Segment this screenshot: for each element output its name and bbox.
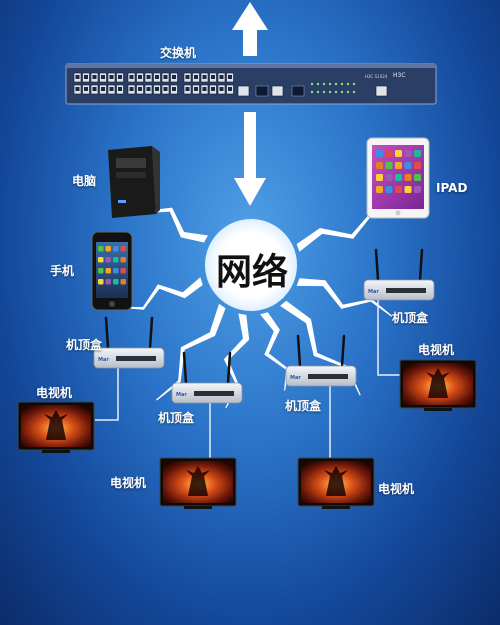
lightning-bolt-icon bbox=[296, 209, 402, 252]
desktop-computer-icon bbox=[108, 146, 160, 218]
up-arrow-icon bbox=[232, 2, 268, 56]
set-top-box-icon: Mar bbox=[93, 316, 165, 369]
set-top-box-brand: Mar bbox=[176, 392, 187, 398]
set-top-box-brand: Mar bbox=[368, 289, 379, 295]
set-top-box-label-2: 机顶盒 bbox=[158, 411, 195, 425]
set-top-box-label-4: 机顶盒 bbox=[392, 311, 429, 325]
switch-model-label: H3C S1024 bbox=[365, 74, 388, 79]
tablet-icon bbox=[366, 137, 430, 219]
set-top-box-icon: Mar bbox=[363, 248, 435, 301]
television-icon bbox=[399, 359, 477, 411]
tv-label-4: 电视机 bbox=[418, 343, 455, 357]
set-top-box-label-1: 机顶盒 bbox=[66, 338, 103, 352]
lightning-bolt-icon bbox=[296, 278, 393, 317]
lightning-bolt-icon bbox=[127, 193, 208, 243]
television-icon bbox=[17, 401, 95, 453]
network-label: 网络 bbox=[215, 252, 288, 293]
lightning-bolt-icon bbox=[280, 300, 361, 396]
tv-label-1: 电视机 bbox=[36, 386, 73, 400]
set-top-box-icon: Mar bbox=[171, 351, 243, 404]
set-top-box-icon: Mar bbox=[285, 334, 357, 387]
network-switch-icon bbox=[65, 63, 437, 105]
connector-lines bbox=[95, 300, 400, 458]
lightning-bolt-icon bbox=[223, 313, 250, 408]
tv-label-2: 电视机 bbox=[110, 476, 147, 490]
computer-label: 电脑 bbox=[72, 174, 97, 188]
television-icon bbox=[297, 457, 375, 509]
set-top-box-brand: Mar bbox=[98, 357, 109, 363]
network-hub-circle bbox=[205, 219, 297, 311]
lightning-bolt-icon bbox=[120, 277, 203, 310]
ipad-label: IPAD bbox=[436, 181, 468, 195]
smartphone-icon bbox=[91, 231, 133, 311]
television-icon bbox=[159, 457, 237, 509]
switch-label: 交换机 bbox=[160, 46, 197, 60]
lightning-bolt-icon bbox=[155, 303, 226, 401]
set-top-box-brand: Mar bbox=[290, 375, 301, 381]
tv-label-3: 电视机 bbox=[378, 482, 415, 496]
down-arrow-icon bbox=[234, 112, 266, 206]
set-top-box-label-3: 机顶盒 bbox=[285, 399, 322, 413]
switch-brand-label: H3C bbox=[393, 72, 406, 79]
lightning-bolt-icon bbox=[260, 312, 289, 391]
phone-label: 手机 bbox=[50, 264, 75, 278]
